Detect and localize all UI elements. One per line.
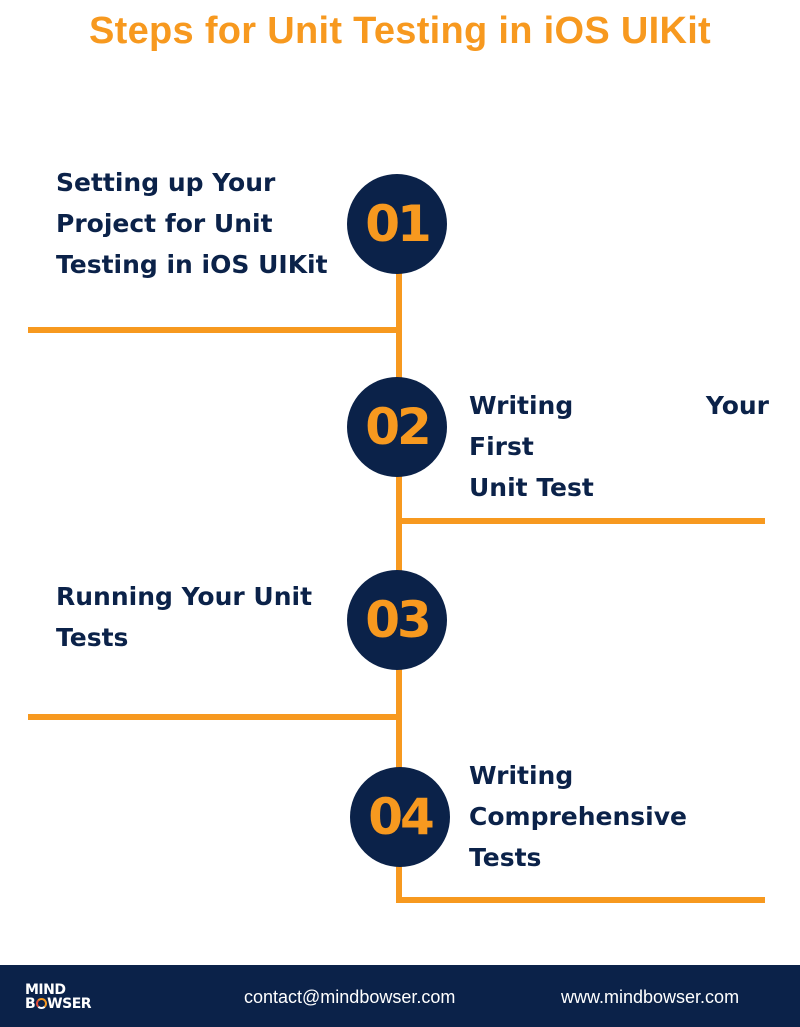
step-4-label-line: Tests — [469, 843, 542, 872]
logo-o-mark-icon — [35, 998, 47, 1009]
step-2-label: Writing Your First Unit Test — [469, 385, 769, 508]
page-title: Steps for Unit Testing in iOS UIKit — [88, 10, 712, 52]
step-1-label-line: Project for Unit — [56, 209, 273, 238]
step-1-label: Setting up Your Project for Unit Testing… — [56, 162, 346, 285]
branch-line-4 — [396, 897, 765, 903]
mindbowser-logo: MIND B WSER — [25, 982, 92, 1012]
step-3-number: 03 — [365, 591, 432, 649]
step-4-number: 04 — [368, 788, 435, 846]
step-3-label-line: Running Your Unit — [56, 582, 313, 611]
step-2-label-line: Unit Test — [469, 473, 594, 502]
step-4-number-badge: 04 — [350, 767, 450, 867]
step-2-number-badge: 02 — [347, 377, 447, 477]
website-link[interactable]: www.mindbowser.com — [561, 987, 740, 1007]
step-1-number: 01 — [365, 195, 432, 253]
step-1-label-line: Testing in iOS UIKit — [56, 250, 328, 279]
step-2-label-line: Writing Your First — [469, 385, 769, 467]
step-2-number: 02 — [365, 398, 432, 456]
footer-bar: MIND B WSER contact@mindbowser.com www.mi… — [0, 965, 800, 1027]
logo-line-1: MIND — [25, 982, 66, 998]
branch-line-2 — [396, 518, 765, 524]
branch-line-1 — [28, 327, 402, 333]
contact-email-link[interactable]: contact@mindbowser.com — [244, 987, 456, 1007]
step-4-label-line: Writing — [469, 761, 574, 790]
step-4-label: Writing Comprehensive Tests — [469, 755, 769, 878]
step-4-label-line: Comprehensive — [469, 802, 688, 831]
step-2-label-text: Writing Your First — [469, 391, 769, 461]
step-1-number-badge: 01 — [347, 174, 447, 274]
logo-line-2-prefix: B — [25, 996, 36, 1012]
step-3-label-line: Tests — [56, 623, 129, 652]
step-3-label: Running Your Unit Tests — [56, 576, 346, 658]
logo-line-2: B WSER — [25, 996, 92, 1012]
branch-line-3 — [28, 714, 402, 720]
logo-line-2-suffix: WSER — [47, 996, 92, 1012]
step-1-label-line: Setting up Your — [56, 168, 276, 197]
step-3-number-badge: 03 — [347, 570, 447, 670]
